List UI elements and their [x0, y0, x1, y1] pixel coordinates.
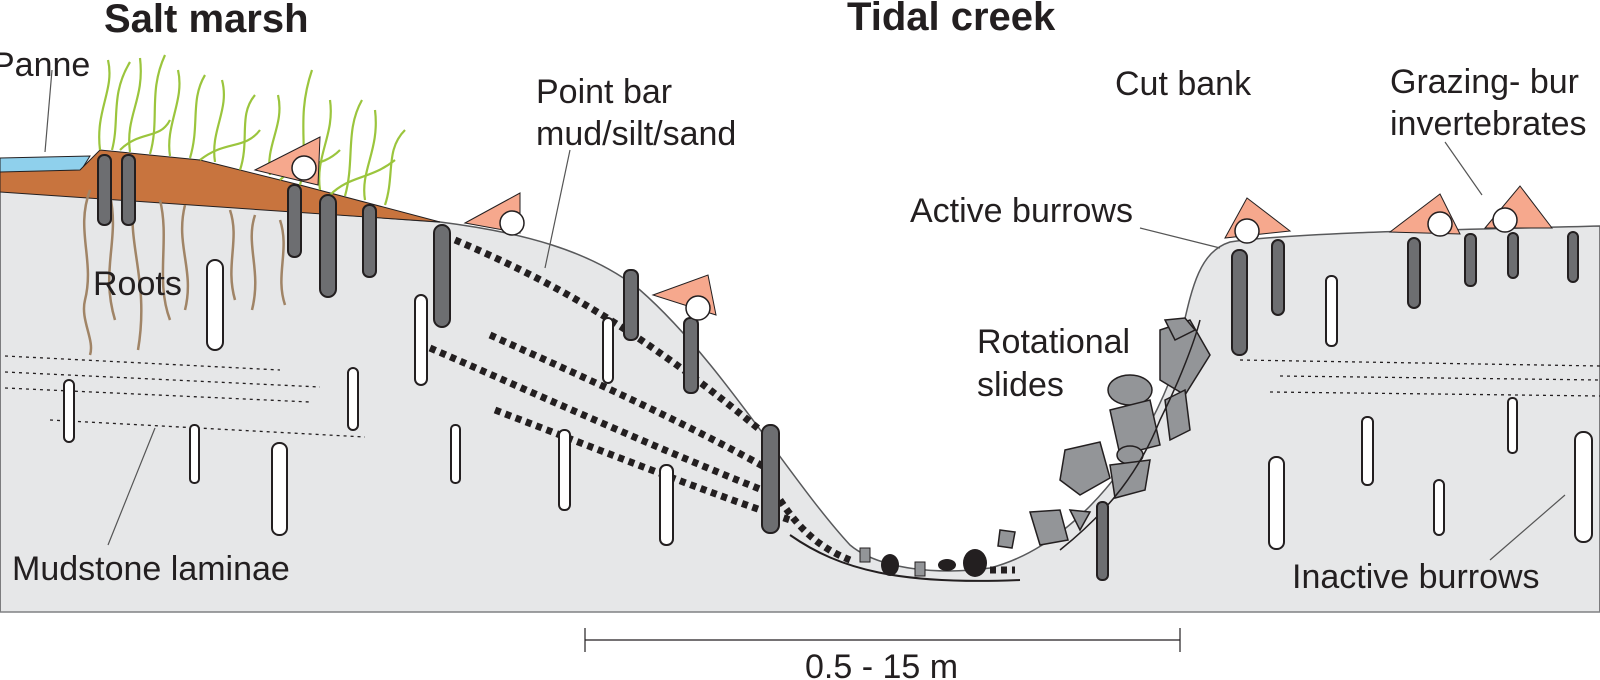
active-burrows-group	[97, 154, 1579, 581]
label-rotational: Rotational	[977, 323, 1130, 361]
label-mudstone-laminae: Mudstone laminae	[12, 550, 290, 588]
label-point-bar: Point bar	[536, 73, 672, 111]
scale-bar	[584, 628, 1181, 652]
label-roots: Roots	[93, 265, 182, 303]
label-cut-bank: Cut bank	[1115, 65, 1252, 103]
title-tidal-creek: Tidal creek	[847, 0, 1056, 39]
label-active-burrows: Active burrows	[910, 192, 1133, 230]
point-bar-bedding	[428, 236, 852, 564]
title-salt-marsh: Salt marsh	[104, 0, 309, 41]
sediment-body	[0, 189, 1600, 613]
label-slides: slides	[977, 366, 1064, 404]
roots	[82, 189, 287, 356]
creek-lag	[789, 534, 1021, 582]
label-invertebrates: invertebrates	[1390, 105, 1587, 143]
inactive-burrows-group	[63, 259, 1593, 550]
rotational-slides	[997, 317, 1211, 551]
label-grazing: Grazing- bur	[1390, 63, 1579, 101]
label-panne: Panne	[0, 46, 90, 84]
grazing-invertebrates	[253, 136, 1554, 321]
scale-label: 0.5 - 15 m	[805, 648, 958, 680]
leader-lines	[44, 69, 1566, 561]
label-point-bar-sediment: mud/silt/sand	[536, 115, 736, 153]
label-inactive-burrows: Inactive burrows	[1292, 558, 1540, 596]
mudstone-laminae-lines	[4, 355, 1600, 438]
